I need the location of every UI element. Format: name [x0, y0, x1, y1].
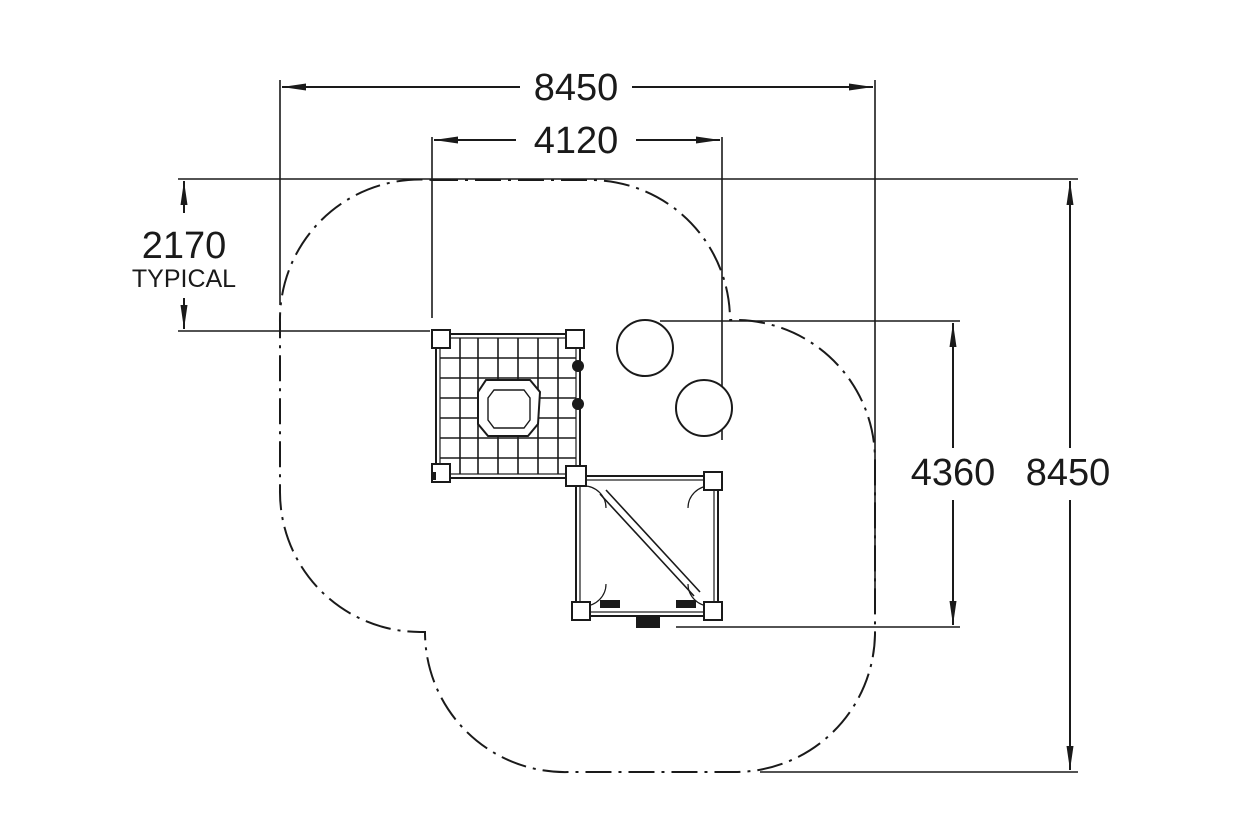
stepping-pad — [616, 319, 674, 377]
dimension-overall-depth: 8450 — [1026, 181, 1111, 770]
module-width-label: 4120 — [534, 120, 619, 162]
overall-width-label: 8450 — [534, 67, 619, 109]
stepping-pad — [675, 379, 733, 437]
offset-label: 2170 — [142, 225, 227, 267]
overall-depth-label: 8450 — [1026, 452, 1111, 494]
dimension-module-width: 4120 — [434, 120, 720, 162]
offset-note: TYPICAL — [132, 265, 236, 293]
deck-module — [565, 465, 723, 628]
stepping-pads — [616, 319, 733, 437]
dimension-overall-width: 8450 — [282, 67, 873, 109]
dimension-module-depth: 4360 — [911, 323, 996, 625]
extension-lines — [178, 80, 1078, 773]
module-depth-label: 4360 — [911, 452, 996, 494]
climbing-net-module — [431, 329, 585, 483]
dimension-offset: 2170 TYPICAL — [132, 181, 236, 329]
safety-zone-outline — [278, 178, 877, 774]
